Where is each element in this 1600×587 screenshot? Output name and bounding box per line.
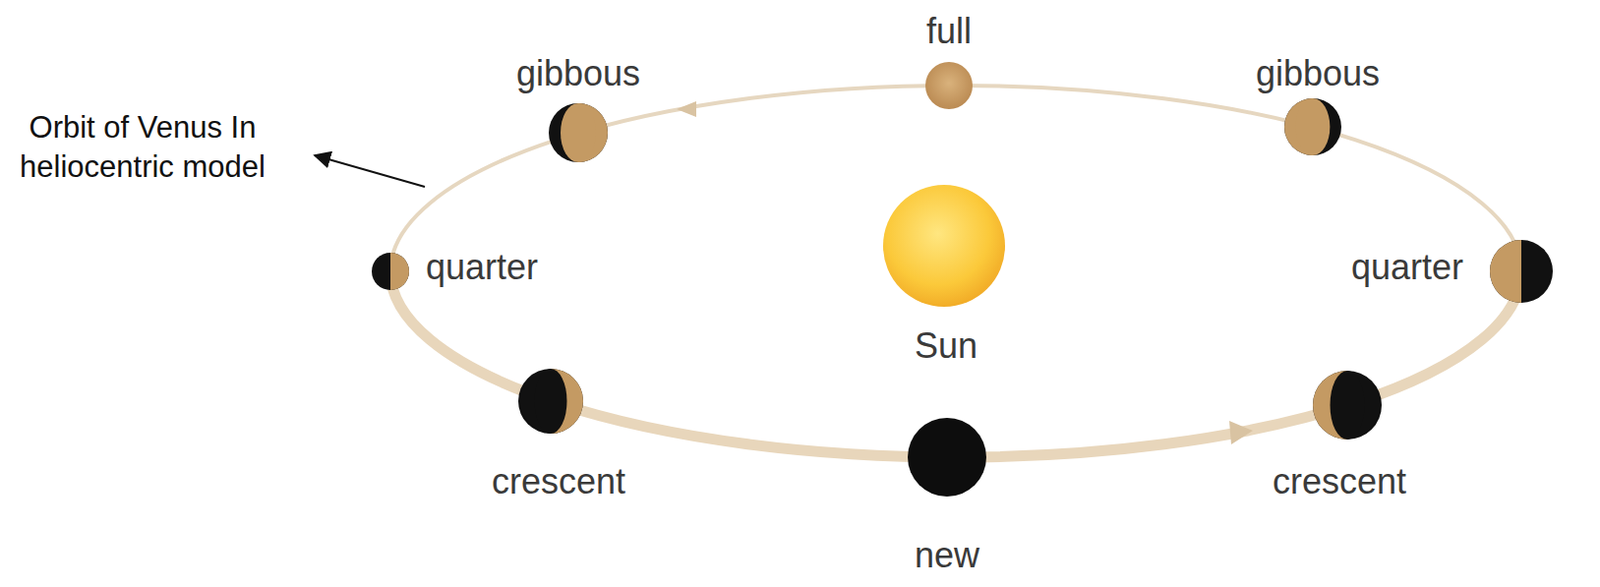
leader-arrow bbox=[314, 155, 425, 187]
phase-label: gibbous bbox=[1255, 53, 1380, 94]
phase-label: new bbox=[914, 534, 980, 576]
orbit-arrow bbox=[1229, 420, 1253, 445]
venus-crescent bbox=[1312, 370, 1382, 440]
phase-label: crescent bbox=[491, 461, 626, 502]
phase-label: quarter bbox=[425, 246, 538, 288]
venus-gibbous bbox=[548, 103, 608, 163]
sun-disc bbox=[883, 184, 1006, 307]
phase-label: full bbox=[926, 10, 972, 52]
venus-new bbox=[907, 417, 987, 497]
phase-label: quarter bbox=[1351, 246, 1464, 288]
venus-quarter bbox=[371, 252, 410, 291]
venus-gibbous bbox=[1284, 98, 1342, 156]
venus-crescent bbox=[518, 368, 584, 434]
phase-label: crescent bbox=[1272, 461, 1407, 502]
venus-full bbox=[925, 61, 973, 110]
venus-quarter bbox=[1489, 239, 1553, 303]
orbit-arrow bbox=[676, 101, 697, 118]
sun-label: Sun bbox=[914, 325, 978, 366]
callout-label: Orbit of Venus In heliocentric model bbox=[9, 108, 276, 188]
phase-label: gibbous bbox=[516, 53, 641, 94]
